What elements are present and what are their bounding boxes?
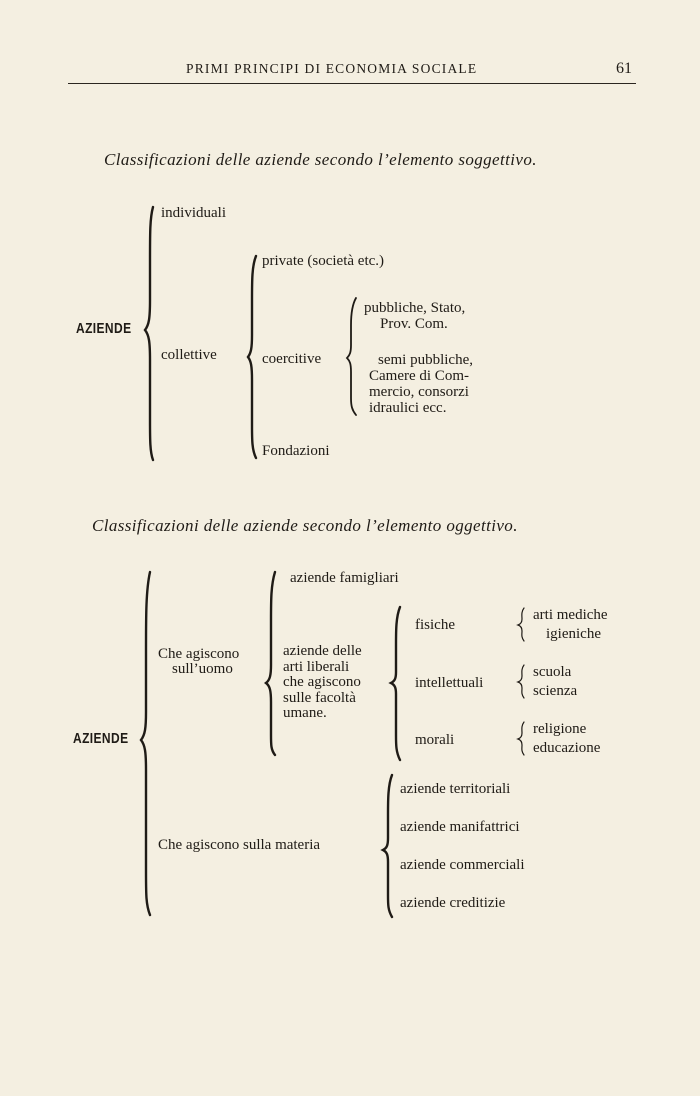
brace-fisiche (516, 607, 525, 642)
item-liberali-1: aziende delle (283, 643, 362, 659)
item-morali: morali (415, 732, 455, 748)
item-territoriali: aziende territoriali (400, 781, 511, 797)
item-famigliari: aziende famigliari (290, 570, 399, 586)
header-rule (68, 83, 636, 84)
brace-collettive (246, 254, 258, 460)
item-scienza: scienza (533, 683, 578, 699)
item-creditizie: aziende creditizie (400, 895, 506, 911)
item-private: private (società etc.) (262, 253, 385, 269)
item-semi-3: mercio, consorzi (369, 384, 469, 400)
item-uomo-1: Che agiscono (158, 646, 240, 662)
item-semi-1: semi pubbliche, (378, 352, 473, 368)
item-religione: religione (533, 721, 587, 737)
section2-heading: Classificazioni delle aziende secondo l’… (92, 516, 518, 535)
item-liberali-4: sulle facoltà (283, 690, 356, 706)
item-manifattrici: aziende manifattrici (400, 819, 520, 835)
item-uomo-2: sull’uomo (172, 661, 233, 677)
item-individuali: individuali (161, 205, 226, 221)
item-materia: Che agiscono sulla materia (158, 837, 321, 853)
item-fondazioni: Fondazioni (262, 443, 330, 459)
brace-liberali (388, 605, 402, 762)
item-scuola: scuola (533, 664, 572, 680)
item-collettive: collettive (161, 347, 217, 363)
brace-materia (380, 773, 394, 919)
item-intellettuali: intellettuali (415, 675, 484, 691)
item-semi-2: Camere di Com- (369, 368, 469, 384)
brace-aziende-1 (143, 205, 155, 462)
brace-uomo (264, 570, 277, 757)
item-commerciali: aziende commerciali (400, 857, 525, 873)
item-pubbliche-2: Prov. Com. (380, 316, 448, 332)
item-coercitive: coercitive (262, 351, 322, 367)
brace-morali (516, 721, 525, 756)
brace-intellettuali (516, 664, 525, 699)
page-number: 61 (616, 60, 632, 77)
item-fisiche: fisiche (415, 617, 455, 633)
item-liberali-5: umane. (283, 705, 327, 721)
root-aziende-2: AZIENDE (73, 730, 129, 747)
section1-heading: Classificazioni delle aziende secondo l’… (104, 150, 537, 169)
item-semi-4: idraulici ecc. (369, 400, 447, 416)
running-header: PRIMI PRINCIPI DI ECONOMIA SOCIALE (186, 61, 478, 76)
root-aziende-1: AZIENDE (76, 320, 132, 337)
item-pubbliche-1: pubbliche, Stato, (364, 300, 466, 316)
item-educazione: educazione (533, 740, 601, 756)
brace-coercitive (345, 297, 357, 416)
item-liberali-2: arti liberali (283, 659, 350, 675)
item-arti-mediche: arti mediche (533, 607, 608, 623)
item-liberali-3: che agiscono (283, 674, 361, 690)
brace-aziende-2 (139, 570, 152, 917)
item-igieniche: igieniche (546, 626, 601, 642)
